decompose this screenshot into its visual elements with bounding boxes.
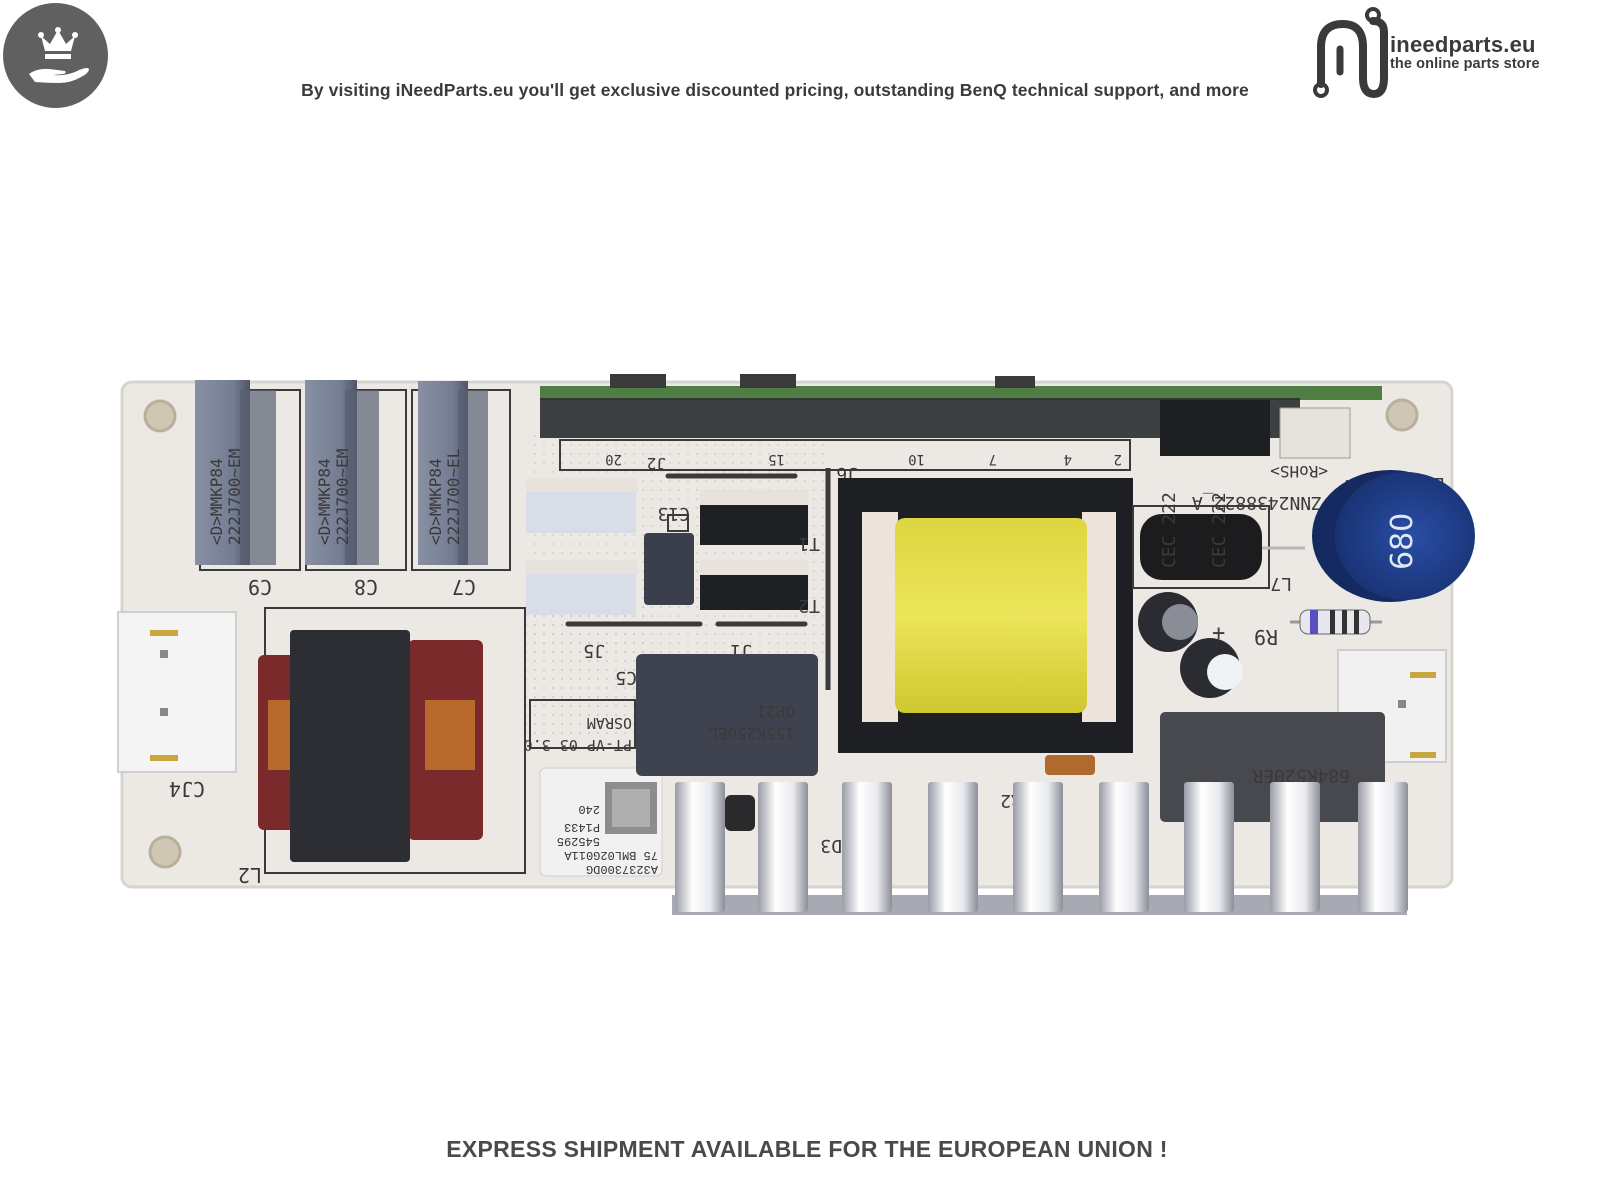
svg-text:20: 20 xyxy=(605,451,622,467)
svg-text:15: 15 xyxy=(768,451,785,467)
svg-text:CEC 222: CEC 222 xyxy=(1209,492,1230,568)
crown-badge-logo xyxy=(3,3,108,108)
svg-text:222J700~EL: 222J700~EL xyxy=(444,449,463,545)
svg-text:C13: C13 xyxy=(657,503,690,524)
svg-text:222J700~EM: 222J700~EM xyxy=(225,449,244,545)
svg-text:T2: T2 xyxy=(798,595,820,616)
svg-text:D3: D3 xyxy=(820,835,842,856)
ineedparts-brand-logo[interactable]: ineedparts.eu the online parts store xyxy=(1310,2,1600,102)
brand-name: ineedparts.eu xyxy=(1390,32,1536,57)
svg-text:<D>MMKP84: <D>MMKP84 xyxy=(207,458,226,545)
svg-text:PT-VP 03 3.0: PT-VP 03 3.0 xyxy=(524,736,632,754)
svg-text:<D>MMKP84: <D>MMKP84 xyxy=(426,458,445,545)
svg-text:680: 680 xyxy=(1385,513,1420,570)
heatsink xyxy=(672,782,1408,915)
svg-text:684K520ER: 684K520ER xyxy=(1252,765,1350,786)
sticker-line1: A3237300DG xyxy=(586,862,658,876)
brand-subtitle: the online parts store xyxy=(1390,56,1540,72)
svg-text:C8: C8 xyxy=(354,575,378,599)
svg-text:J2: J2 xyxy=(647,454,666,473)
svg-text:C9: C9 xyxy=(248,575,272,599)
svg-text:C7: C7 xyxy=(452,575,476,599)
svg-text:ZNN2438822_A: ZNN2438822_A xyxy=(1192,492,1322,513)
svg-text:4: 4 xyxy=(1064,451,1072,467)
svg-text:2: 2 xyxy=(1114,451,1122,467)
crown-on-hand-icon xyxy=(29,27,89,83)
circuit-n-logo-icon xyxy=(1313,7,1388,99)
svg-text:P1433: P1433 xyxy=(564,820,600,834)
svg-text:7: 7 xyxy=(989,451,997,467)
svg-text:155K250EL: 155K250EL xyxy=(708,724,795,743)
svg-text:240: 240 xyxy=(578,802,600,816)
promo-tagline-text: By visiting iNeedParts.eu you'll get exc… xyxy=(301,80,1249,100)
svg-text:T1: T1 xyxy=(798,533,820,554)
svg-text:<RoHS>: <RoHS> xyxy=(1270,462,1328,481)
shipping-banner-text: EXPRESS SHIPMENT AVAILABLE FOR THE EUROP… xyxy=(446,1136,1168,1162)
shipping-banner: EXPRESS SHIPMENT AVAILABLE FOR THE EUROP… xyxy=(0,1136,1600,1163)
x-capacitors: <D>MMKP84 222J700~EM <D>MMKP84 222J700~E… xyxy=(195,380,511,599)
svg-text:R9: R9 xyxy=(1254,625,1278,649)
svg-text:OP21: OP21 xyxy=(756,702,795,721)
svg-text:545295: 545295 xyxy=(557,834,600,848)
svg-text:10: 10 xyxy=(908,451,925,467)
svg-text:75 BML02G011A: 75 BML02G011A xyxy=(564,848,658,862)
svg-text:L7: L7 xyxy=(1270,573,1292,594)
svg-text:CJ4: CJ4 xyxy=(169,777,205,801)
svg-text:OSRAM: OSRAM xyxy=(587,714,632,732)
svg-text:+: + xyxy=(1212,621,1225,646)
svg-text:CEC 222: CEC 222 xyxy=(1159,492,1180,568)
svg-text:J5: J5 xyxy=(583,640,605,661)
svg-text:L2: L2 xyxy=(238,863,262,887)
svg-text:<D>MMKP84: <D>MMKP84 xyxy=(315,458,334,545)
promo-tagline: By visiting iNeedParts.eu you'll get exc… xyxy=(0,80,1600,101)
svg-text:222J700~EM: 222J700~EM xyxy=(333,449,352,545)
svg-text:C5: C5 xyxy=(615,667,637,688)
